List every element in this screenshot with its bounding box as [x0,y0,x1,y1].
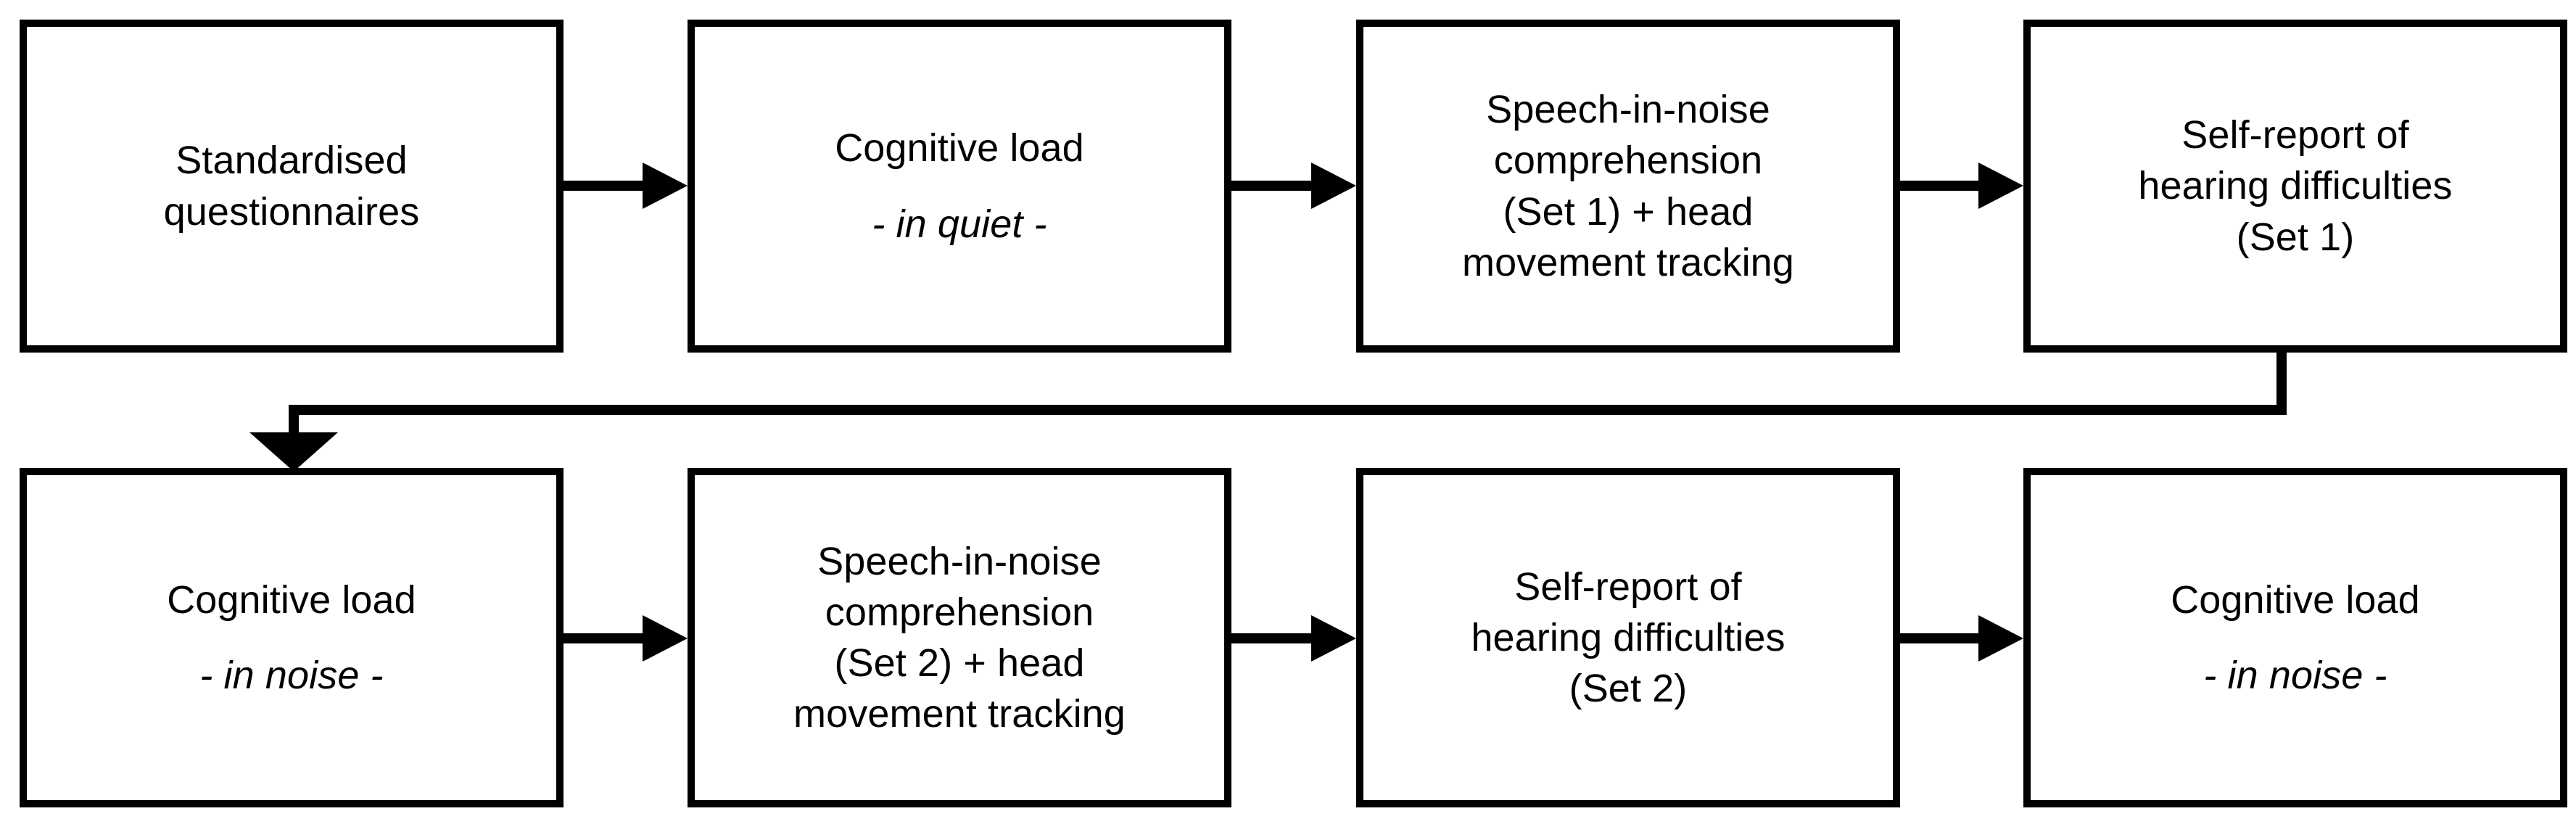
node-text-line: Self-report of [2181,113,2409,157]
node-self-report-hearing-difficulties-set-1[interactable]: Self-report of hearing difficulties (Set… [2023,20,2567,353]
node-text-line: comprehension [1493,139,1763,183]
arrow-head [643,162,688,209]
arrow-shaft [1900,181,1980,191]
node-text-line: (Set 2) + head [834,641,1085,685]
elbow-connector-vertical-right [2276,353,2287,415]
node-cognitive-load-in-noise-first[interactable]: Cognitive load - in noise - [20,468,564,807]
arrow-head [1978,162,2023,209]
arrow-right-icon [1900,162,2023,209]
arrow-shaft [1900,633,1980,643]
node-text-line: Cognitive load [167,577,416,622]
node-self-report-hearing-difficulties-set-2[interactable]: Self-report of hearing difficulties (Set… [1356,468,1900,807]
node-text-line: hearing difficulties [1471,615,1786,659]
node-cognitive-load-in-noise-second[interactable]: Cognitive load - in noise - [2023,468,2567,807]
node-text-line-qualifier: - in noise - [199,654,384,697]
arrow-right-icon [1231,615,1356,662]
node-text-line: movement tracking [1462,240,1794,284]
node-text-line-qualifier: - in noise - [2203,654,2387,697]
node-text-line: Speech-in-noise [817,539,1102,583]
node-text-line: Standardised [176,139,408,183]
node-text-line: (Set 1) [2236,215,2355,259]
node-text-line: Speech-in-noise [1486,88,1770,132]
node-standardised-questionnaires[interactable]: Standardised questionnaires [20,20,564,353]
node-text-line: movement tracking [793,692,1126,736]
node-text-line: (Set 2) [1569,667,1688,711]
elbow-connector-horizontal [289,405,2287,415]
node-text-line: Cognitive load [835,126,1084,170]
arrow-right-icon [564,615,688,662]
arrow-head [643,615,688,662]
node-text-line: comprehension [825,590,1094,634]
arrow-head [1311,615,1356,662]
node-text-line: hearing difficulties [2138,164,2453,208]
arrow-down-icon [249,432,338,472]
node-text-line: (Set 1) + head [1503,189,1754,234]
arrow-shaft [1231,181,1313,191]
node-cognitive-load-in-quiet[interactable]: Cognitive load - in quiet - [688,20,1231,353]
node-speech-in-noise-comprehension-set-2[interactable]: Speech-in-noise comprehension (Set 2) + … [688,468,1231,807]
arrow-shaft [1231,633,1313,643]
arrow-shaft [564,633,644,643]
arrow-head [1978,615,2023,662]
arrow-right-icon [1900,615,2023,662]
elbow-connector-vertical-left [289,405,299,440]
node-text-line: Self-report of [1514,564,1742,609]
node-text-line: questionnaires [163,189,420,234]
node-speech-in-noise-comprehension-set-1[interactable]: Speech-in-noise comprehension (Set 1) + … [1356,20,1900,353]
node-text-line: Cognitive load [2171,577,2420,622]
node-text-line-qualifier: - in quiet - [872,202,1047,246]
arrow-right-icon [1231,162,1356,209]
arrow-shaft [564,181,644,191]
arrow-head [1311,162,1356,209]
arrow-right-icon [564,162,688,209]
